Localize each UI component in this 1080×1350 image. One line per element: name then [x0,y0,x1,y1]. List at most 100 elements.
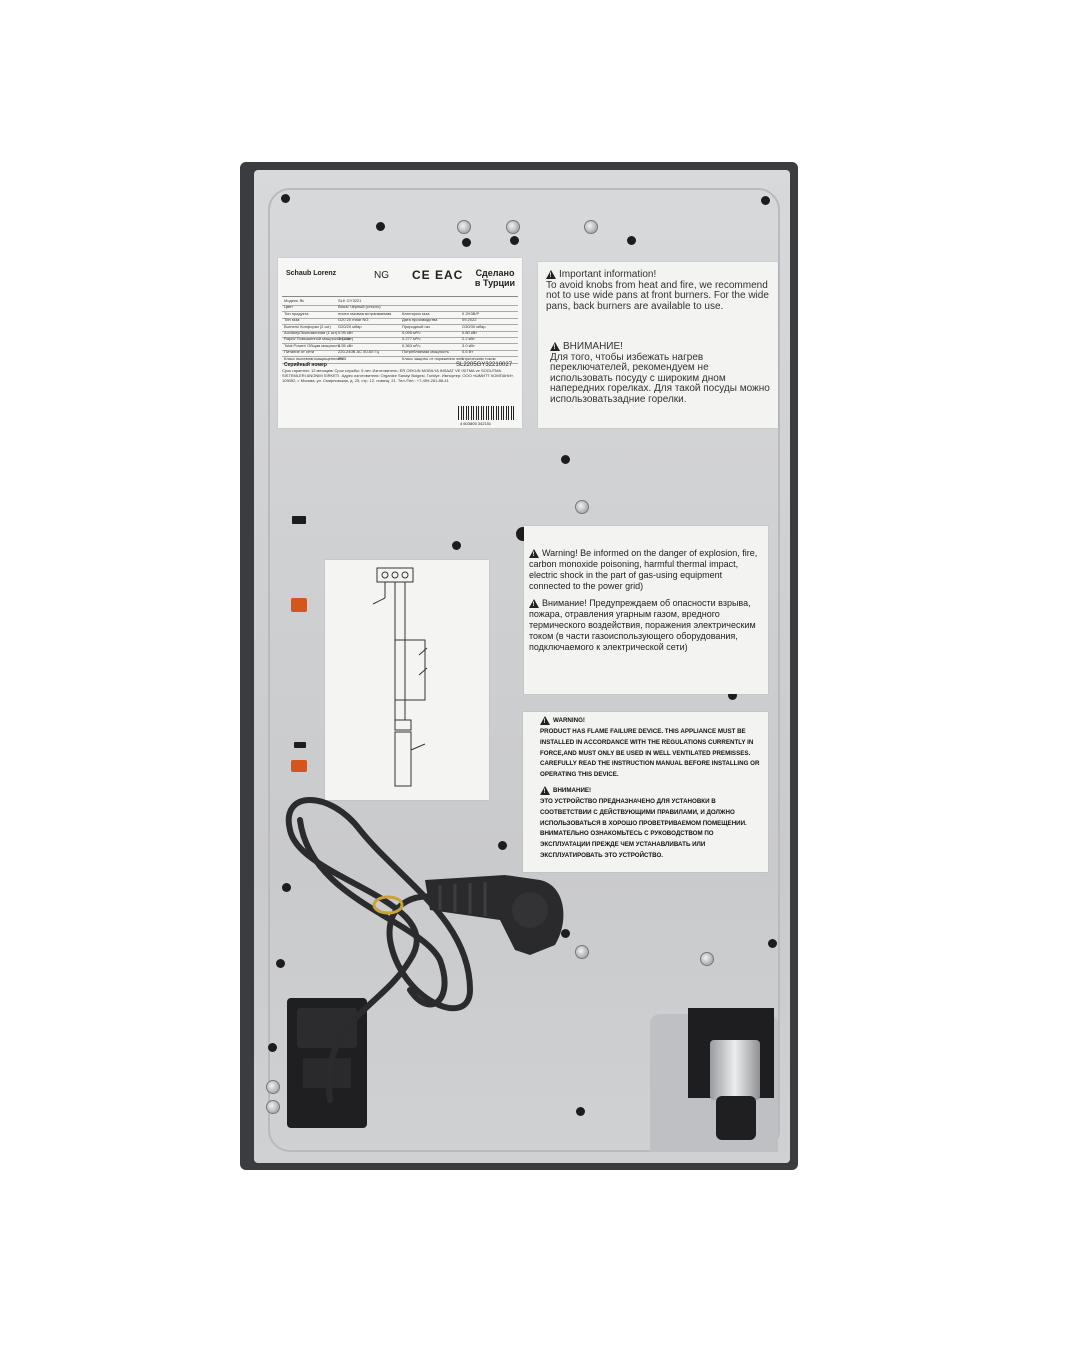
hole [761,196,770,205]
screw [575,500,589,514]
rating-cell: 0.277 м³/ч [402,336,421,342]
rating-row: Модель № SLK GY3221 [282,298,518,306]
warning-en: Warning! Be informed on the danger of ex… [529,548,763,592]
rating-cell: Потребляемая мощность [402,349,449,355]
rating-cell: Rapid/ Повышенной мощности (1 шт) [284,336,354,342]
hole [627,236,636,245]
rating-cell: Природный газ [402,323,430,329]
certification-marks: CE EAC [412,268,464,282]
power-plug [425,875,564,955]
warning-triangle-icon [529,599,539,611]
orange-clip [291,598,307,612]
warning-ru: Внимание! Предупреждаем об опасности взр… [529,598,763,653]
warning-text-en: Warning! Be informed on the danger of ex… [529,548,758,591]
info-en: Important information! To avoid knobs fr… [546,269,774,312]
hole [576,1107,585,1116]
vent-slot [292,516,306,524]
rating-cell: 3.55 кВт [338,342,354,348]
rating-cell: Питание от сети [284,349,315,355]
screw [266,1100,280,1114]
rating-row: Rapid/ Повышенной мощности (1 шт)2.6 кВт… [282,336,518,345]
rating-cell: Black/ Черный (стекло) [338,304,381,310]
rating-cell: 2.2 кВт [462,336,475,342]
rating-cell: Тип газа [284,317,300,323]
rating-cell: 0.80 кВт [462,330,478,335]
rating-cell: G20/20 мбар [338,323,362,329]
hole [510,236,519,245]
hole [498,841,507,850]
rating-cell: 0.363 м³/ч [402,342,421,348]
rating-cell: SLK GY3221 [338,298,362,303]
wiring-diagram [372,567,428,787]
rating-cell: Тип продукта [284,310,309,316]
screw [584,220,598,234]
info-text-ru: Для того, чтобы избежать нагрев переключ… [550,351,770,405]
warning-triangle-icon [529,549,539,561]
rating-cell: 0.6 Вт [462,349,474,355]
rating-cell: II 2H3B/P [462,310,480,316]
rating-plate-header: Schaub Lorenz NG CE EAC Сделано в Турции [282,262,518,297]
rating-cell: 3.0 кВт [462,342,475,348]
warning-triangle-icon [540,716,550,728]
panel-stamping [268,188,780,1152]
serial-label: Серийный номер [284,362,327,368]
rating-cell: G30/30 мбар [462,323,486,329]
info-label: Important information! To avoid knobs fr… [538,262,778,428]
danger-warning-label: Warning! Be informed on the danger of ex… [524,526,768,694]
info-text-en: To avoid knobs from heat and fire, we re… [546,279,769,312]
hole [281,194,290,203]
hole [268,1043,277,1052]
hole [728,691,737,700]
rating-cell: Класс защиты от поражения электрическим … [402,355,496,361]
rating-cell: Класс пылевлагозащищенности [284,355,344,361]
rating-cell: 0.95 кВт [338,330,354,335]
rating-cell: Цвет [284,304,293,310]
serial-number: SL2205GY32210027 [456,362,513,368]
warning-triangle-icon [540,786,550,798]
info-title-en: Important information! [559,269,657,281]
failure-text-en: PRODUCT HAS FLAME FAILURE DEVICE. THIS A… [540,727,760,779]
info-ru: ВНИМАНИЕ! Для того, чтобы избежать нагре… [550,341,772,405]
hole [462,238,471,247]
hole [276,959,285,968]
failure-ru: ВНИМАНИЕ! ЭТО УСТРОЙСТВО ПРЕДНАЗНАЧЕНО Д… [540,786,762,862]
warning-triangle-icon [546,270,556,282]
rating-cell: G20 20 mbar NG [338,317,369,323]
failure-text-ru: ЭТО УСТРОЙСТВО ПРЕДНАЗНАЧЕНО ДЛЯ УСТАНОВ… [540,797,747,859]
hole [282,883,291,892]
screw [575,945,589,959]
rating-cell: IP20 [338,355,347,361]
screw [700,952,714,966]
rating-cell: Auxiliary/Экономичная (1 шт) [284,330,338,335]
orange-clip [291,760,307,772]
barcode-number: 4 603805 342151 [460,421,492,426]
rating-cell: 09.2022 [462,317,477,323]
failure-en: WARNING! PRODUCT HAS FLAME FAILURE DEVIC… [540,716,762,781]
info-title-ru: ВНИМАНИЕ! [563,341,623,353]
hole [561,455,570,464]
warning-triangle-icon [550,342,560,354]
rating-cell: Модель № [284,298,304,303]
power-cable-loop [297,817,448,1008]
failure-title-ru: ВНИМАНИЕ! [553,787,592,795]
hole [768,939,777,948]
screw [457,220,471,234]
rating-cell: Total Power/ Общая мощность [284,342,340,348]
made-in: Сделано в Турции [474,268,516,288]
flame-failure-label: WARNING! PRODUCT HAS FLAME FAILURE DEVIC… [523,712,768,872]
gas-inlet-nut [710,1040,760,1100]
rating-plate: Schaub Lorenz NG CE EAC Сделано в Турции… [278,258,522,428]
cable-tie [372,895,404,915]
vent-slot [294,742,306,748]
rating-cell: плита газовая встраиваемая [338,310,392,316]
brand-logo: Schaub Lorenz [286,270,337,277]
wiring-diagram-label [325,560,489,800]
warning-text-ru: Внимание! Предупреждаем об опасности взр… [529,598,756,652]
